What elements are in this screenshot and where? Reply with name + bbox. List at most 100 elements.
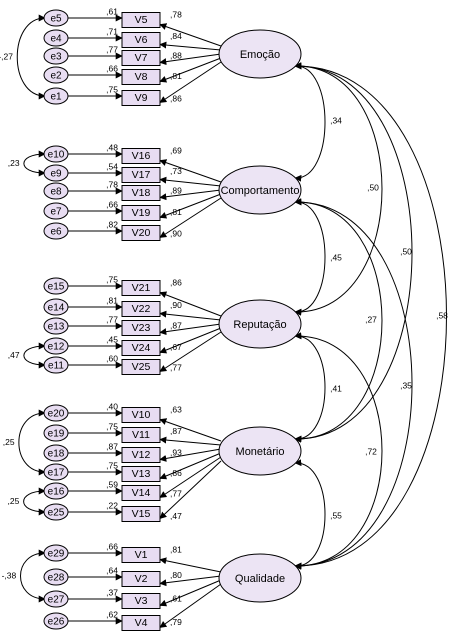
error-term-label: e17 bbox=[48, 468, 65, 479]
observed-variable-label: V3 bbox=[135, 595, 148, 607]
observed-variable-label: V22 bbox=[132, 303, 151, 315]
observed-variable-box bbox=[121, 205, 161, 221]
error-term-label: e1 bbox=[50, 92, 62, 103]
latent-factor-ellipse bbox=[218, 165, 302, 215]
observed-variable-box bbox=[121, 301, 161, 317]
loading-path-arrow bbox=[159, 583, 222, 628]
observed-variable-label: V1 bbox=[135, 549, 148, 561]
factor-loading-label: ,78 bbox=[170, 9, 182, 19]
error-covariance-arc bbox=[20, 549, 46, 603]
error-term-label: e18 bbox=[48, 449, 65, 460]
observed-variable-box bbox=[121, 12, 161, 28]
error-term-ellipse bbox=[43, 182, 69, 200]
squared-multiple-correlation: ,71 bbox=[106, 26, 118, 36]
observed-variable-box bbox=[121, 407, 161, 423]
squared-multiple-correlation: ,54 bbox=[106, 161, 118, 171]
latent-factor-ellipse bbox=[218, 29, 302, 79]
error-covariance-arc bbox=[18, 409, 46, 476]
observed-variable-box bbox=[121, 447, 161, 463]
loading-path-arrow bbox=[159, 331, 222, 372]
error-term-ellipse bbox=[43, 29, 69, 47]
factor-correlation-label: ,27 bbox=[365, 314, 377, 324]
error-term-ellipse bbox=[43, 317, 69, 335]
loading-path-arrow bbox=[159, 291, 222, 317]
factor-loading-label: ,86 bbox=[170, 468, 182, 478]
observed-variable-label: V4 bbox=[135, 617, 148, 629]
factor-loading-label: ,79 bbox=[170, 617, 182, 627]
squared-multiple-correlation: ,64 bbox=[106, 565, 118, 575]
loading-path-arrow bbox=[159, 579, 222, 607]
latent-factor-ellipse bbox=[218, 299, 302, 349]
error-covariance-label: ,23 bbox=[8, 158, 20, 168]
error-covariance-arc bbox=[23, 487, 46, 516]
squared-multiple-correlation: ,22 bbox=[106, 500, 118, 510]
observed-variable-label: V6 bbox=[135, 34, 148, 46]
error-term-ellipse bbox=[43, 277, 69, 295]
squared-multiple-correlation: ,75 bbox=[106, 274, 118, 284]
squared-multiple-correlation: ,81 bbox=[106, 295, 118, 305]
squared-multiple-correlation: ,77 bbox=[106, 44, 118, 54]
error-term-label: e25 bbox=[48, 508, 65, 519]
factor-loading-label: ,81 bbox=[170, 207, 182, 217]
observed-variable-box bbox=[121, 466, 161, 482]
latent-factor-label: Reputação bbox=[233, 319, 286, 331]
error-term-label: e11 bbox=[48, 361, 64, 372]
error-covariance-label: ,25 bbox=[8, 496, 20, 506]
squared-multiple-correlation: ,45 bbox=[106, 334, 118, 344]
observed-variable-box bbox=[121, 359, 161, 375]
squared-multiple-correlation: ,75 bbox=[106, 84, 118, 94]
observed-variable-box bbox=[121, 148, 161, 164]
squared-multiple-correlation: ,78 bbox=[106, 179, 118, 189]
observed-variable-box bbox=[121, 593, 161, 609]
error-term-ellipse bbox=[43, 356, 69, 374]
factor-correlation-label: ,58 bbox=[436, 310, 448, 320]
factor-loading-label: ,47 bbox=[170, 511, 182, 521]
observed-variable-label: V25 bbox=[132, 361, 151, 373]
factor-loading-label: ,87 bbox=[170, 426, 182, 436]
observed-variable-box bbox=[121, 69, 161, 85]
error-term-ellipse bbox=[43, 544, 69, 562]
squared-multiple-correlation: ,66 bbox=[106, 541, 118, 551]
factor-loading-label: ,80 bbox=[170, 570, 182, 580]
loading-path-arrow bbox=[159, 41, 222, 51]
factor-loading-label: ,86 bbox=[170, 93, 182, 103]
latent-factor-ellipse bbox=[218, 426, 302, 476]
squared-multiple-correlation: ,77 bbox=[106, 314, 118, 324]
error-covariance-arc bbox=[16, 14, 46, 100]
factor-correlation-arc bbox=[294, 198, 383, 443]
observed-variable-box bbox=[121, 280, 161, 296]
error-term-label: e15 bbox=[48, 282, 65, 293]
error-term-ellipse bbox=[43, 222, 69, 240]
error-term-label: e29 bbox=[48, 549, 65, 560]
loading-path-arrow bbox=[159, 418, 222, 442]
error-term-ellipse bbox=[43, 87, 69, 105]
error-term-label: e10 bbox=[48, 150, 65, 161]
observed-variable-label: V18 bbox=[132, 187, 151, 199]
observed-variable-box bbox=[121, 185, 161, 201]
factor-loading-label: ,93 bbox=[170, 447, 182, 457]
squared-multiple-correlation: ,82 bbox=[106, 219, 118, 229]
latent-factor-label: Monetário bbox=[236, 446, 285, 458]
loading-path-arrow bbox=[159, 323, 222, 336]
error-term-ellipse bbox=[43, 47, 69, 65]
loading-path-arrow bbox=[159, 575, 222, 587]
observed-variable-box bbox=[121, 506, 161, 522]
error-term-ellipse bbox=[43, 9, 69, 27]
error-covariance-label: ,25 bbox=[3, 437, 15, 447]
latent-factor-label: Emoção bbox=[240, 49, 280, 61]
factor-correlation-label: ,50 bbox=[367, 182, 379, 192]
loading-path-arrow bbox=[159, 436, 222, 446]
error-term-ellipse bbox=[43, 145, 69, 163]
error-term-ellipse bbox=[43, 568, 69, 586]
latent-factor-label: Qualidade bbox=[235, 573, 285, 585]
error-term-label: e28 bbox=[48, 573, 65, 584]
factor-loading-label: ,61 bbox=[170, 593, 182, 603]
error-term-label: e6 bbox=[50, 227, 62, 238]
error-covariance-arc bbox=[23, 150, 46, 177]
error-term-ellipse bbox=[43, 444, 69, 462]
factor-loading-label: ,69 bbox=[170, 145, 182, 155]
loading-path-arrow bbox=[159, 557, 222, 573]
error-term-ellipse bbox=[43, 337, 69, 355]
error-term-ellipse bbox=[43, 482, 69, 500]
error-term-ellipse bbox=[43, 404, 69, 422]
